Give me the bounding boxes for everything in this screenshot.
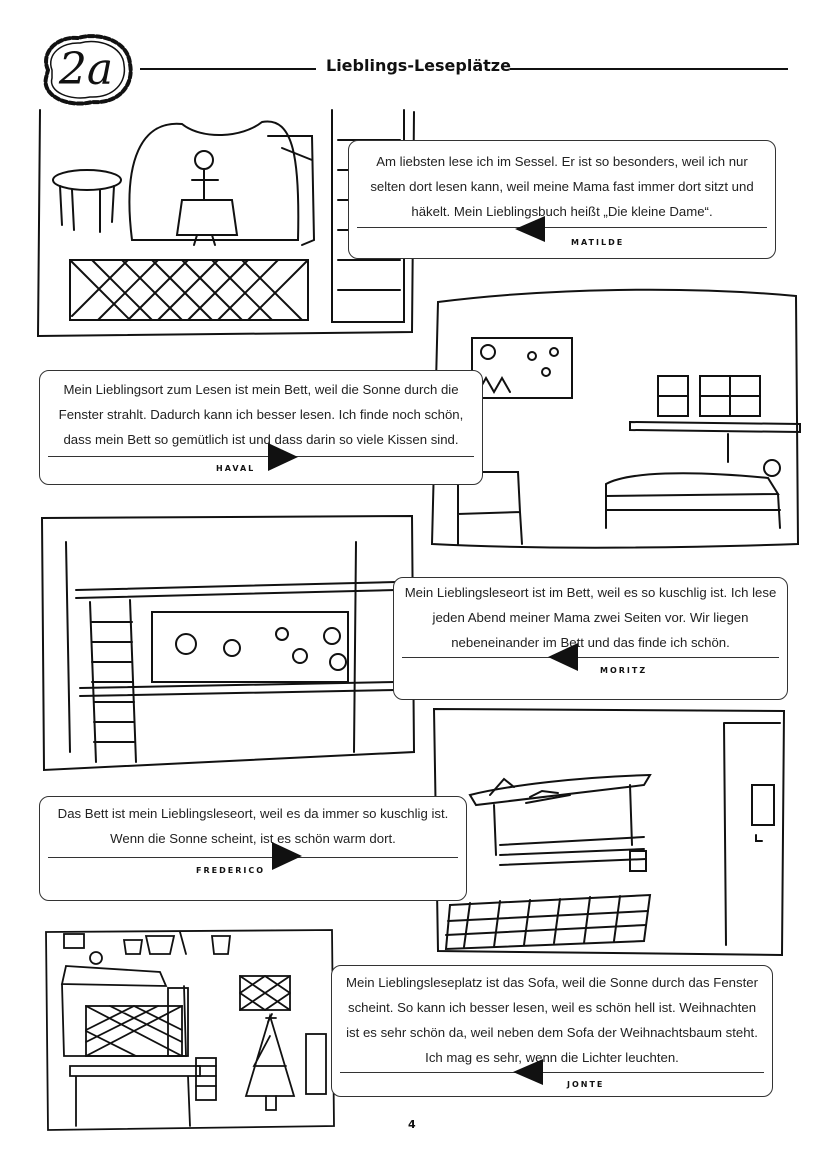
author-name: JONTE bbox=[567, 1080, 605, 1089]
card-rule bbox=[340, 1072, 764, 1073]
story-text: Am liebsten lese ich im Sessel. Er ist s… bbox=[370, 154, 754, 219]
author-name: FREDERICO bbox=[196, 866, 266, 875]
page-number: 4 bbox=[408, 1118, 416, 1131]
drawing-bunk-bed bbox=[40, 514, 416, 772]
story-text: Mein Lieblingsort zum Lesen ist mein Bet… bbox=[58, 382, 464, 447]
arrow-left-icon bbox=[515, 216, 545, 242]
story-card-frederico: Das Bett ist mein Lieblingsleseort, weil… bbox=[39, 796, 467, 901]
card-rule bbox=[48, 456, 474, 457]
card-rule bbox=[48, 857, 458, 858]
card-rule bbox=[357, 227, 767, 228]
story-card-jonte: Mein Lieblingsleseplatz ist das Sofa, we… bbox=[331, 965, 773, 1097]
author-name: MATILDE bbox=[571, 238, 625, 247]
story-card-haval: Mein Lieblingsort zum Lesen ist mein Bet… bbox=[39, 370, 483, 485]
arrow-left-icon bbox=[548, 643, 578, 671]
story-card-moritz: Mein Lieblingsleseort ist im Bett, weil … bbox=[393, 577, 788, 700]
story-card-matilde: Am liebsten lese ich im Sessel. Er ist s… bbox=[348, 140, 776, 259]
page-title: Lieblings-Leseplätze bbox=[326, 56, 511, 75]
arrow-right-icon bbox=[272, 842, 302, 870]
arrow-right-icon bbox=[268, 443, 298, 471]
author-name: HAVAL bbox=[216, 464, 256, 473]
card-rule bbox=[402, 657, 779, 658]
badge-frame bbox=[43, 34, 133, 106]
story-text: Das Bett ist mein Lieblingsleseort, weil… bbox=[57, 806, 449, 846]
story-text: Mein Lieblingsleseplatz ist das Sofa, we… bbox=[346, 975, 758, 1065]
arrow-left-icon bbox=[513, 1059, 543, 1085]
drawing-bed-door bbox=[432, 707, 786, 957]
section-badge: 2a bbox=[58, 43, 114, 95]
drawing-sofa-tree bbox=[45, 929, 335, 1131]
title-rule-right bbox=[510, 68, 788, 70]
drawing-bed-windows bbox=[430, 288, 801, 549]
title-rule-left bbox=[140, 68, 316, 70]
author-name: MORITZ bbox=[600, 666, 648, 675]
story-text: Mein Lieblingsleseort ist im Bett, weil … bbox=[404, 585, 777, 650]
